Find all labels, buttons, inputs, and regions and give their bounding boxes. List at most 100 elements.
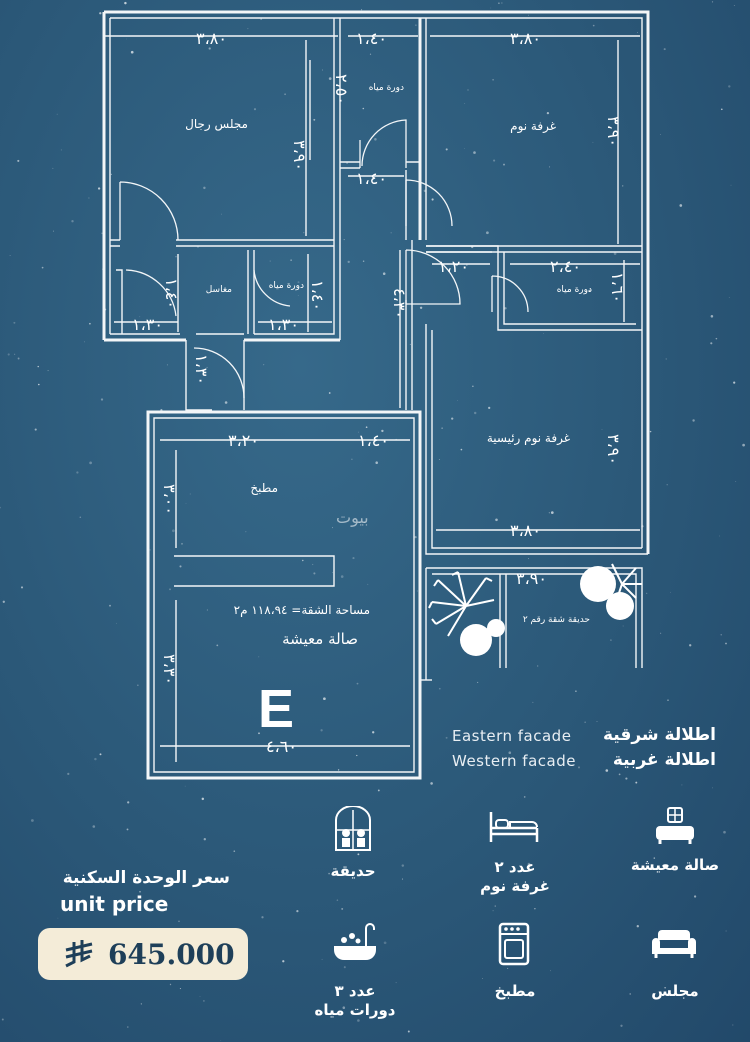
star (548, 512, 550, 514)
room-majlis: مجلس رجال (185, 117, 248, 132)
star (504, 307, 507, 310)
star (445, 736, 448, 739)
plan-walls (102, 10, 650, 780)
dim-v-bed1: ٣،٩٠ (604, 116, 623, 147)
star (492, 910, 494, 912)
star (7, 353, 10, 356)
star (732, 1024, 734, 1026)
star (414, 535, 417, 539)
star (149, 549, 151, 551)
star (169, 983, 172, 986)
garden-icon (335, 806, 371, 851)
star (361, 9, 363, 11)
star (169, 588, 171, 591)
star (401, 290, 404, 292)
star (322, 69, 323, 71)
star (263, 364, 265, 366)
star (97, 187, 101, 190)
star (185, 502, 187, 504)
western-facade-ar: اطلالة غربية (612, 750, 716, 770)
star (343, 966, 346, 969)
star (712, 787, 714, 789)
bed-icon (489, 812, 539, 842)
star (719, 535, 720, 537)
star (382, 272, 386, 275)
star (312, 563, 314, 566)
star (473, 151, 476, 154)
star (323, 697, 326, 701)
star (438, 459, 440, 460)
star (0, 506, 1, 509)
star (216, 644, 219, 647)
dim-380-b: ٣،٨٠ (510, 521, 541, 540)
dim-130-b: ١،٣٠ (268, 315, 299, 334)
star (372, 731, 375, 734)
star (341, 907, 344, 910)
star (733, 4, 735, 6)
star (664, 987, 666, 989)
star (175, 255, 177, 258)
star (201, 797, 205, 801)
star (670, 591, 671, 593)
star (199, 996, 201, 997)
room-bedroom: غرفة نوم (510, 119, 556, 134)
star (356, 754, 358, 757)
star (34, 428, 37, 431)
stove-icon (498, 922, 530, 966)
star (258, 732, 260, 735)
star (407, 1030, 410, 1033)
star (495, 518, 498, 522)
star (527, 862, 531, 866)
star (79, 516, 82, 519)
star (679, 204, 683, 207)
star (172, 529, 175, 533)
star (725, 642, 727, 645)
star (245, 531, 247, 533)
star (377, 789, 380, 792)
star (52, 167, 54, 169)
star (728, 297, 730, 298)
price-badge: 645.000 (38, 928, 248, 980)
star (723, 830, 726, 834)
star (328, 392, 331, 394)
star (89, 322, 91, 325)
star (720, 634, 722, 636)
star (375, 461, 378, 464)
star (224, 401, 228, 404)
star (613, 252, 617, 255)
dim-460: ٤،٦٠ (266, 737, 297, 756)
star (549, 970, 551, 972)
dim-mid-140: ١،٤٠ (356, 169, 387, 188)
star (184, 785, 186, 787)
dim-v-master: ٣،٩٠ (604, 434, 623, 465)
star (206, 609, 208, 611)
star (477, 681, 479, 683)
star (537, 665, 539, 667)
dim-v-corr: ٤،٣٠ (390, 288, 409, 319)
plan-doors (119, 119, 529, 399)
star (635, 781, 638, 784)
star (460, 448, 463, 451)
star (681, 784, 683, 786)
star (543, 333, 545, 334)
star (464, 103, 466, 104)
star (269, 260, 271, 262)
star (13, 321, 16, 324)
star (313, 118, 316, 121)
star (592, 141, 594, 143)
dim-v-sink: ١،٤٠ (162, 278, 181, 309)
star (735, 481, 737, 482)
star (367, 583, 369, 585)
star (220, 1040, 222, 1041)
feature-bedrooms-count: عدد ٢ (494, 858, 536, 876)
dim-top-mid: ١،٤٠ (356, 29, 387, 48)
star (140, 1003, 142, 1005)
unit-price-value: 645.000 (108, 938, 235, 971)
star (365, 426, 368, 429)
star (692, 419, 695, 422)
star (610, 639, 612, 641)
dim-top-right: ٣،٨٠ (510, 29, 541, 48)
star (247, 28, 249, 30)
